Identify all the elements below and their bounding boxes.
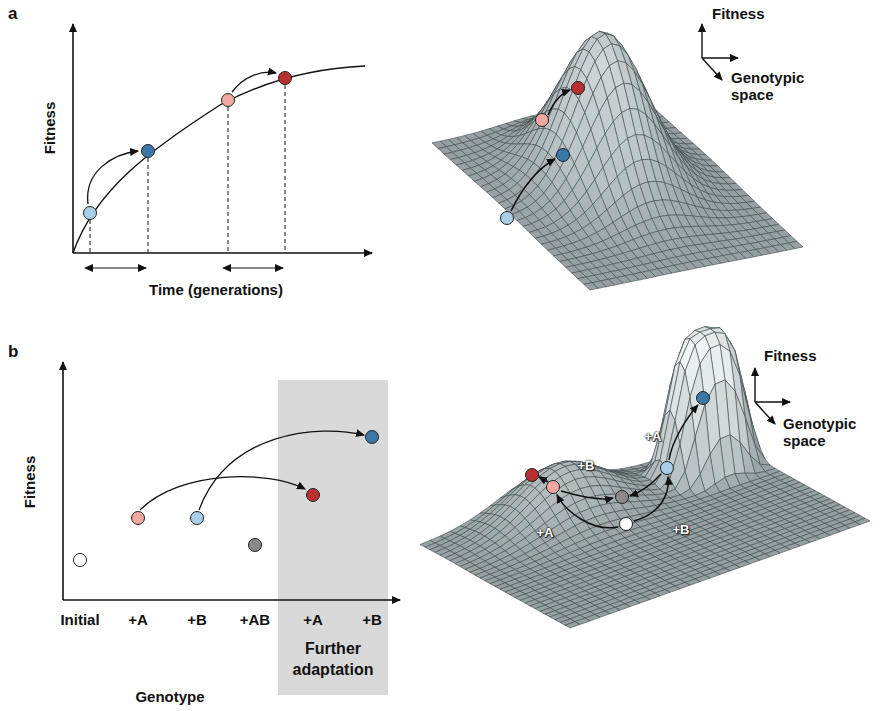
mesh-cell [565,622,580,628]
mutation-label: +A [645,430,662,445]
axis-title: Genotypic space [731,69,811,104]
tick-label: +B [362,611,382,628]
tick-label: Initial [60,611,99,628]
time-plot [73,24,372,268]
landscape-path [526,392,710,531]
axis-title: Time (generations) [149,281,283,298]
axis-title: Fitness [21,456,38,509]
tick-label: +A [128,611,148,628]
shaded-band: Further adaptation [278,380,388,695]
mutation-label: +A [537,526,554,541]
fitness-landscape [420,327,870,628]
axis-title: Genotype [135,688,204,705]
tick-label: +A [303,611,323,628]
axis-title: Genotypic space [783,415,863,450]
axis-title: Fitness [41,102,58,155]
panel-letter: b [8,342,18,362]
mutation-label: +B [578,459,595,474]
axis-title: Fitness [764,347,817,364]
mesh-cell [584,283,598,290]
mutation-label: +B [673,523,690,538]
axis-title: Fitness [712,5,765,22]
tick-label: +B [187,611,207,628]
band-label: Further adaptation [282,639,384,681]
landscape-path [501,82,585,225]
tick-label: +AB [240,611,270,628]
genotype-plot [63,362,400,600]
panel-letter: a [8,4,17,24]
